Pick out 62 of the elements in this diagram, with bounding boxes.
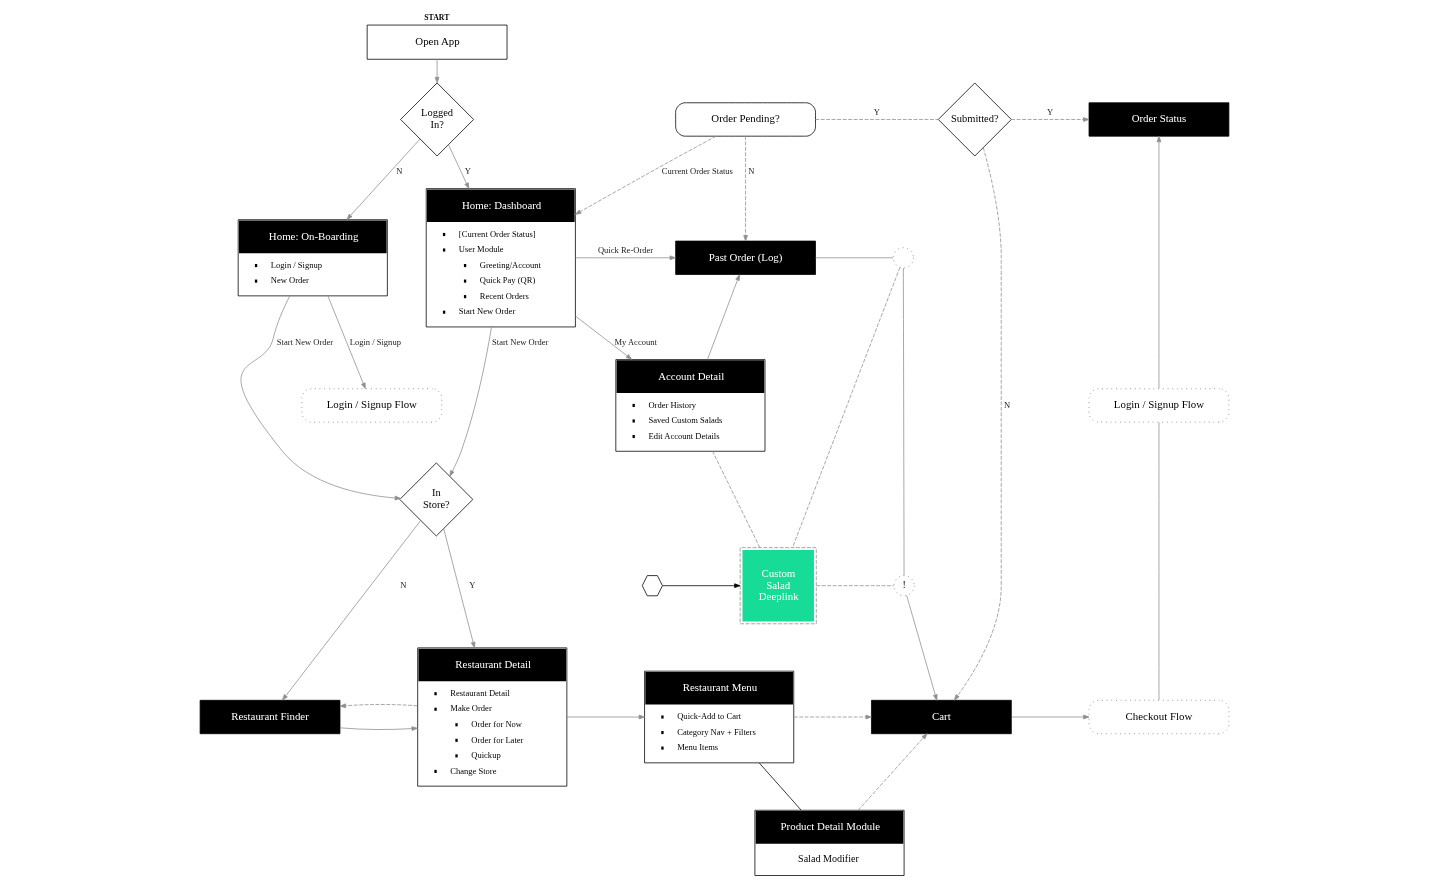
arrow xyxy=(282,520,422,701)
arrow xyxy=(448,144,470,189)
edge-label: Y xyxy=(873,106,880,117)
node-box: Open App xyxy=(366,24,508,60)
edge-label: N xyxy=(400,579,407,590)
connector xyxy=(712,450,761,548)
edge-label: Current Order Status xyxy=(661,166,733,177)
connector xyxy=(815,119,939,120)
arrow xyxy=(449,326,492,477)
arrow xyxy=(339,703,418,709)
node-box: Order Pending? xyxy=(675,102,816,137)
arrow xyxy=(575,135,717,215)
connector xyxy=(815,585,895,587)
connector xyxy=(1158,421,1160,701)
edge-label: Y xyxy=(1047,106,1054,117)
arrow xyxy=(346,138,421,220)
arrow xyxy=(954,147,1002,701)
edge-label: N xyxy=(1003,399,1011,410)
node-diamond: Submitted? xyxy=(937,82,1012,157)
node-circle: ! xyxy=(893,575,915,597)
connector xyxy=(815,257,894,259)
edge-label: Y xyxy=(464,166,471,177)
node-hexagon xyxy=(641,575,663,597)
node-box: Past Order (Log) xyxy=(675,240,816,275)
edge-label: My Account xyxy=(614,337,657,348)
node-box: Order Status xyxy=(1088,102,1230,137)
node-diamond: Logged In? xyxy=(400,82,474,157)
edge-label: Start New Order xyxy=(492,337,549,348)
arrow xyxy=(339,726,418,731)
arrow xyxy=(434,58,440,84)
arrow xyxy=(793,714,872,720)
node-box: Login / Signup Flow xyxy=(1088,388,1230,423)
arrow xyxy=(240,295,401,501)
node-circle xyxy=(892,247,914,269)
edge-label: N xyxy=(396,166,403,177)
edge-label: Start New Order xyxy=(276,337,334,348)
arrow xyxy=(906,595,938,701)
arrow xyxy=(1156,135,1162,389)
connector xyxy=(902,267,905,576)
arrow xyxy=(743,135,748,242)
connector xyxy=(758,762,802,811)
node-box: Cart xyxy=(871,699,1012,735)
arrow xyxy=(443,528,476,649)
arrow xyxy=(575,315,633,360)
node-label: START xyxy=(424,12,450,22)
arrow xyxy=(566,714,645,720)
connector xyxy=(792,267,901,548)
edge-label: N xyxy=(748,166,755,177)
node-box: Login / Signup Flow xyxy=(301,388,443,423)
arrow xyxy=(857,733,928,811)
arrow xyxy=(1011,117,1090,122)
arrow xyxy=(707,274,740,360)
edge-label: Y xyxy=(469,579,476,590)
arrow xyxy=(662,583,741,588)
arrow xyxy=(1011,714,1090,720)
arrow xyxy=(575,255,676,261)
node-diamond: In Store? xyxy=(399,462,474,537)
node-box: Restaurant Finder xyxy=(199,699,341,735)
node-box: Checkout Flow xyxy=(1088,699,1230,735)
arrow xyxy=(327,295,366,389)
edge-label: Quick Re-Order xyxy=(597,244,654,255)
edge-label: Login / Signup xyxy=(349,337,401,348)
